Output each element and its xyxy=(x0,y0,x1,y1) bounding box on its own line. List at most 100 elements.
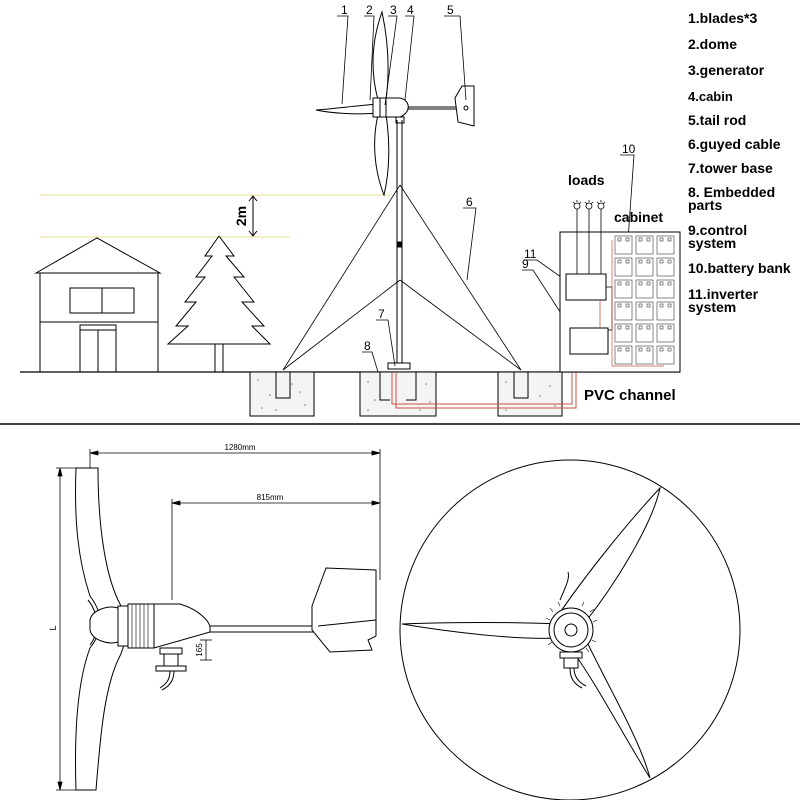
battery-terminal xyxy=(667,347,672,352)
battery-terminal xyxy=(625,303,630,308)
battery-terminal xyxy=(667,325,672,330)
callout-leaders xyxy=(337,15,635,373)
foundations xyxy=(249,371,563,417)
callout-8: 8 xyxy=(364,339,371,353)
legend-item: 7.tower base xyxy=(688,160,773,176)
battery-terminal xyxy=(625,325,630,330)
guyed-cables xyxy=(282,184,522,371)
battery-terminal xyxy=(646,259,651,264)
battery-bank xyxy=(611,235,675,367)
battery-cell xyxy=(635,257,654,277)
legend-item: 8. Embedded parts xyxy=(688,184,776,213)
callout-11: 11 xyxy=(524,247,537,261)
battery-terminal xyxy=(667,259,672,264)
battery-terminal xyxy=(659,303,664,308)
battery-cell xyxy=(614,257,633,277)
battery-cell xyxy=(656,279,675,299)
battery-cell xyxy=(614,279,633,299)
battery-terminal xyxy=(638,347,643,352)
battery-terminal xyxy=(617,303,622,308)
battery-terminal xyxy=(617,237,622,242)
battery-terminal xyxy=(617,281,622,286)
battery-cell xyxy=(635,323,654,343)
loads-lamps xyxy=(572,200,606,232)
battery-terminal xyxy=(646,281,651,286)
callout-10: 10 xyxy=(622,142,636,156)
battery-terminal xyxy=(667,281,672,286)
battery-cell xyxy=(656,323,675,343)
legend-item: 2.dome xyxy=(688,36,738,52)
battery-terminal xyxy=(617,347,622,352)
battery-cell xyxy=(614,301,633,321)
battery-terminal xyxy=(638,303,643,308)
battery-wiring xyxy=(611,240,664,367)
callout-7: 7 xyxy=(378,307,385,321)
battery-terminal xyxy=(659,237,664,242)
legend-item: 1.blades*3 xyxy=(688,10,758,26)
battery-terminal xyxy=(659,347,664,352)
callout-2: 2 xyxy=(366,3,373,17)
battery-cell xyxy=(656,301,675,321)
battery-cell xyxy=(635,345,654,365)
rotor-sweep-circle xyxy=(399,459,741,800)
legend-item: 10.battery bank xyxy=(688,260,791,276)
legend-item: 3.generator xyxy=(688,62,765,78)
tail-length-label: 815mm xyxy=(257,493,284,502)
battery-terminal xyxy=(638,281,643,286)
battery-terminal xyxy=(638,259,643,264)
battery-terminal xyxy=(617,325,622,330)
battery-terminal xyxy=(646,347,651,352)
callout-4: 4 xyxy=(407,3,414,17)
battery-terminal xyxy=(667,237,672,242)
loads-label: loads xyxy=(568,172,605,188)
legend-item: 4.cabin xyxy=(688,89,733,104)
battery-terminal xyxy=(646,325,651,330)
side-generator xyxy=(89,567,377,691)
turbine-head xyxy=(315,10,475,197)
pvc-label: PVC channel xyxy=(584,387,676,404)
blade-length-label: L xyxy=(48,625,58,630)
battery-cell xyxy=(614,235,633,255)
house xyxy=(34,237,162,373)
battery-cell xyxy=(656,257,675,277)
callout-5: 5 xyxy=(447,3,454,17)
battery-cell xyxy=(614,323,633,343)
battery-cell xyxy=(656,235,675,255)
legend-item: 6.guyed cable xyxy=(688,136,781,152)
battery-terminal xyxy=(625,347,630,352)
battery-terminal xyxy=(646,237,651,242)
battery-terminal xyxy=(638,325,643,330)
battery-terminal xyxy=(625,237,630,242)
callout-1: 1 xyxy=(341,3,348,17)
overall-length-label: 1280mm xyxy=(224,443,255,452)
callout-9: 9 xyxy=(522,257,529,271)
battery-terminal xyxy=(659,259,664,264)
battery-cell xyxy=(614,345,633,365)
battery-terminal xyxy=(617,259,622,264)
legend-item: 5.tail rod xyxy=(688,112,747,128)
tree xyxy=(166,235,272,372)
battery-terminal xyxy=(659,281,664,286)
battery-terminal xyxy=(667,303,672,308)
battery-terminal xyxy=(646,303,651,308)
front-view xyxy=(399,459,741,800)
callout-6: 6 xyxy=(466,195,473,209)
battery-cell xyxy=(635,301,654,321)
battery-terminal xyxy=(659,325,664,330)
legend-item: 11.inverter system xyxy=(688,286,759,315)
cabinet-label: cabinet xyxy=(614,209,663,225)
legend-item: 9.control system xyxy=(688,222,748,251)
battery-cell xyxy=(635,235,654,255)
height-dimension: 2m xyxy=(233,195,258,237)
callout-3: 3 xyxy=(390,3,397,17)
battery-terminal xyxy=(638,237,643,242)
battery-cell xyxy=(656,345,675,365)
tower xyxy=(387,120,411,370)
battery-terminal xyxy=(625,259,630,264)
battery-terminal xyxy=(625,281,630,286)
height-label: 2m xyxy=(233,206,249,226)
battery-cell xyxy=(635,279,654,299)
side-view-dimensions xyxy=(56,449,381,791)
base-height-label: 165 xyxy=(195,643,204,657)
